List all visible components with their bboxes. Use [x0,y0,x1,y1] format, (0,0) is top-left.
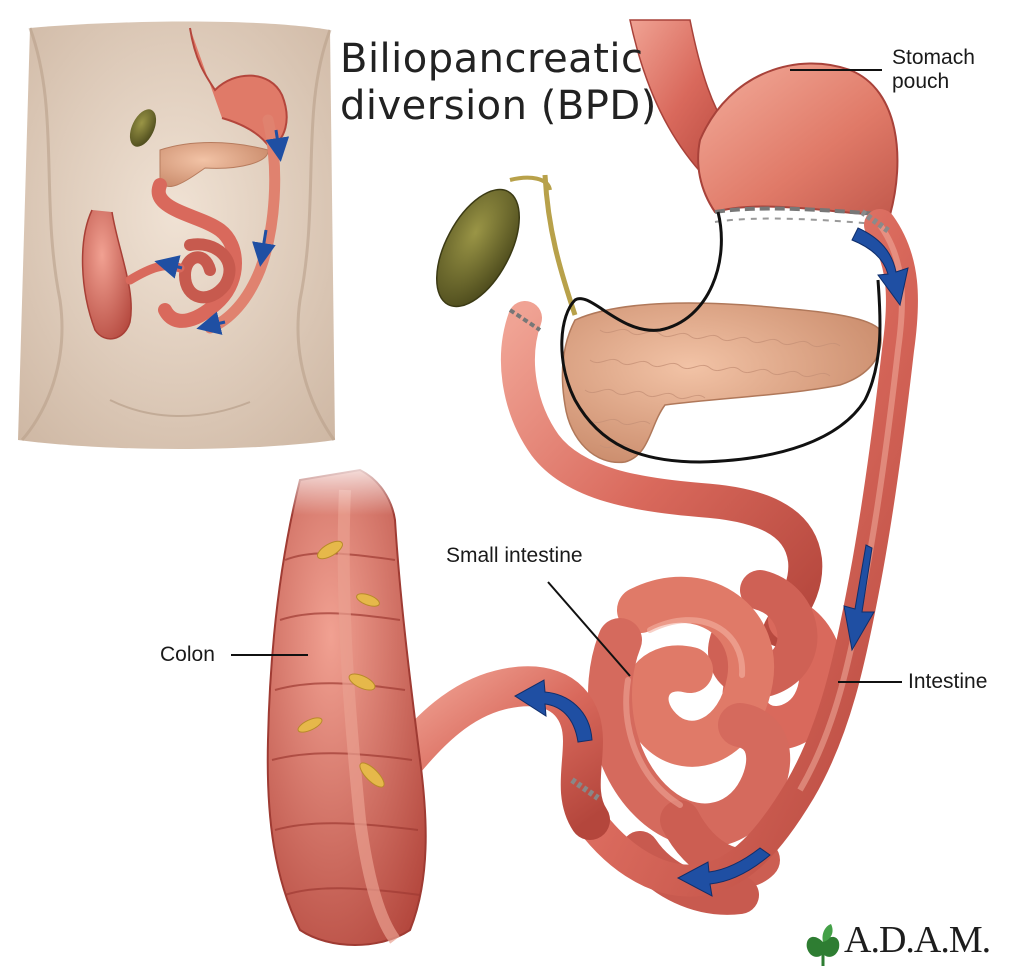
gallbladder [420,175,575,320]
label-small-intestine: Small intestine [446,544,583,568]
page-title: Biliopancreatic diversion (BPD) [340,36,657,130]
label-intestine: Intestine [908,670,987,694]
adam-logo: A.D.A.M. [800,918,990,962]
label-stomach-pouch: Stomach pouch [892,46,975,94]
label-colon: Colon [160,643,215,667]
stomach-pouch [630,20,897,225]
colon [268,455,426,945]
logo-text: A.D.A.M. [844,918,990,962]
torso-inset [18,22,335,450]
